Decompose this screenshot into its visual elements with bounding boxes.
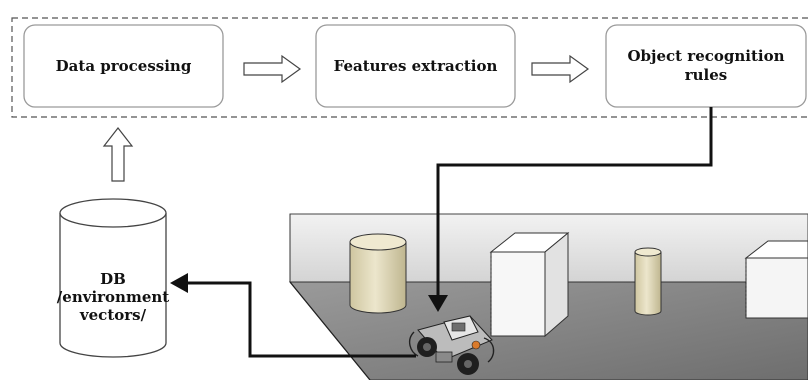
large-cylinder-object xyxy=(349,233,407,314)
features-extraction-label: Features extraction xyxy=(333,56,498,75)
arrowhead-down-icon xyxy=(428,295,448,312)
database-cylinder-icon xyxy=(59,198,167,358)
object-recognition-label: Object recognition rules xyxy=(627,47,785,84)
database-label-line2: /environment xyxy=(56,288,170,306)
hollow-arrow-up-icon xyxy=(102,127,134,182)
data-processing-label: Data processing xyxy=(55,56,192,75)
database-label: DB /environment vectors/ xyxy=(56,262,170,332)
hollow-arrow-right-icon xyxy=(531,54,590,84)
arrowhead-left-icon xyxy=(170,273,188,293)
robot-to-db-arrow xyxy=(185,281,416,358)
database-label-line3: vectors/ xyxy=(79,306,147,324)
pipeline-frame xyxy=(11,17,808,118)
environment-scene xyxy=(288,213,808,380)
features-extraction-box xyxy=(315,24,516,108)
database-label-line1: DB xyxy=(100,270,126,288)
hollow-arrow-right-icon xyxy=(243,54,302,84)
object-recognition-box xyxy=(605,24,807,108)
robot-icon xyxy=(408,315,495,375)
small-cylinder-object xyxy=(634,247,662,316)
rules-to-robot-arrow xyxy=(436,107,713,298)
data-processing-box xyxy=(23,24,224,108)
box-object xyxy=(744,240,808,319)
cube-object xyxy=(489,231,570,338)
